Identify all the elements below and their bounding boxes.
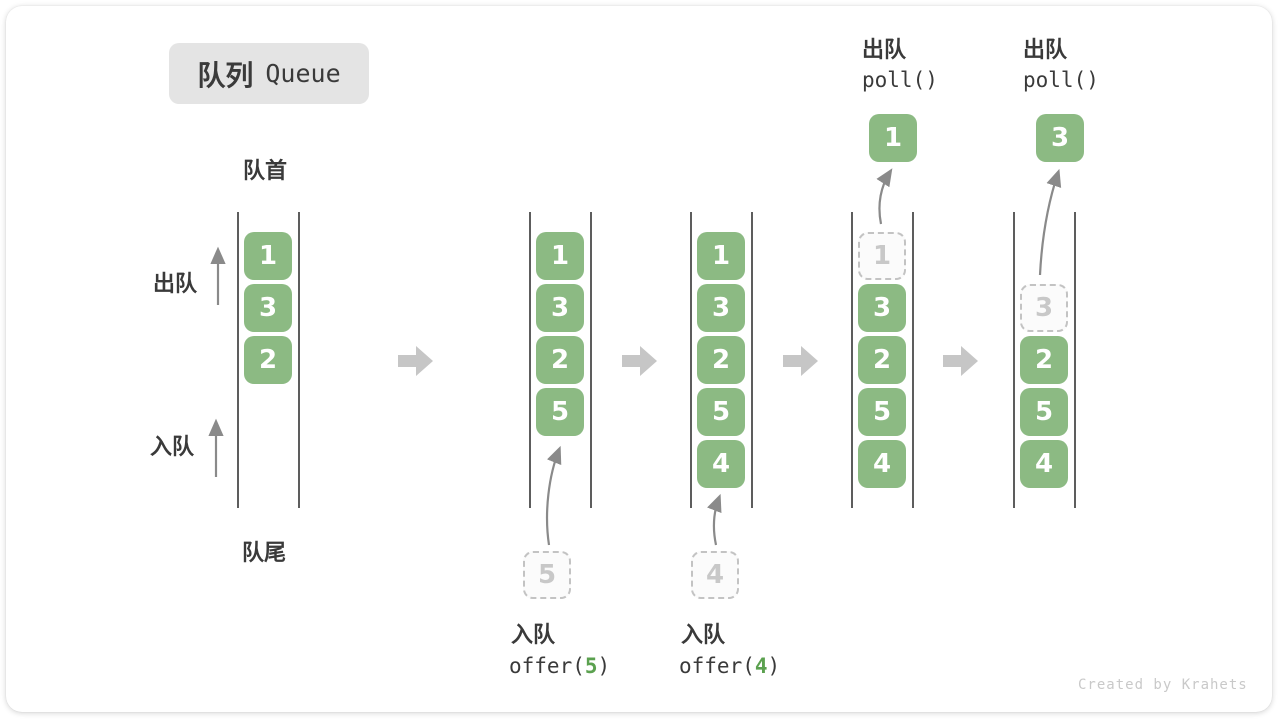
queue-cell: 3 <box>858 284 906 332</box>
queue-cell: 4 <box>858 440 906 488</box>
code-arg: 4 <box>754 654 768 678</box>
queue-wall <box>237 212 239 508</box>
queue-cell: 2 <box>1020 336 1068 384</box>
queue-cell: 2 <box>858 336 906 384</box>
queue-wall <box>1013 212 1015 508</box>
popped-cell: 1 <box>869 114 917 162</box>
ghost-cell: 1 <box>858 232 906 280</box>
queue-cell: 5 <box>536 388 584 436</box>
queue-cell: 3 <box>697 284 745 332</box>
queue-wall <box>690 212 692 508</box>
title-box: 队列 Queue <box>169 43 369 104</box>
enqueue-op-label: 入队 <box>681 623 726 648</box>
enqueue-op-label: 入队 <box>511 623 556 648</box>
label-queue-rear: 队尾 <box>242 541 287 566</box>
queue-wall <box>1074 212 1076 508</box>
queue-cell: 3 <box>536 284 584 332</box>
queue-cell: 5 <box>858 388 906 436</box>
queue-wall <box>529 212 531 508</box>
queue-cell: 2 <box>244 336 292 384</box>
code-suffix: ) <box>597 654 611 678</box>
queue-cell: 4 <box>697 440 745 488</box>
title-en: Queue <box>265 59 341 88</box>
label-dequeue: 出队 <box>153 272 198 297</box>
dequeue-op-code: poll() <box>862 68 938 92</box>
enqueue-op-code: offer(5) <box>509 654 610 678</box>
queue-cell: 4 <box>1020 440 1068 488</box>
pending-cell: 5 <box>523 551 571 599</box>
dequeue-op-label: 出队 <box>862 38 907 63</box>
queue-cell: 1 <box>536 232 584 280</box>
code-prefix: offer( <box>679 654 755 678</box>
queue-cell: 2 <box>697 336 745 384</box>
queue-cell: 1 <box>697 232 745 280</box>
diagram-card <box>6 6 1272 712</box>
queue-wall <box>851 212 853 508</box>
queue-cell: 3 <box>244 284 292 332</box>
queue-wall <box>590 212 592 508</box>
watermark: Created by Krahets <box>1078 677 1248 693</box>
code-prefix: offer( <box>509 654 585 678</box>
queue-cell: 5 <box>1020 388 1068 436</box>
dequeue-op-code: poll() <box>1023 68 1099 92</box>
queue-cell: 2 <box>536 336 584 384</box>
pending-cell: 4 <box>691 551 739 599</box>
label-enqueue: 入队 <box>150 435 195 460</box>
queue-wall <box>912 212 914 508</box>
label-queue-front: 队首 <box>243 159 288 184</box>
code-arg: 5 <box>584 654 598 678</box>
queue-wall <box>751 212 753 508</box>
title-zh: 队列 <box>197 58 254 92</box>
enqueue-op-code: offer(4) <box>679 654 780 678</box>
queue-wall <box>298 212 300 508</box>
popped-cell: 3 <box>1036 114 1084 162</box>
queue-cell: 1 <box>244 232 292 280</box>
ghost-cell: 3 <box>1020 284 1068 332</box>
code-suffix: ) <box>767 654 781 678</box>
queue-cell: 5 <box>697 388 745 436</box>
dequeue-op-label: 出队 <box>1023 38 1068 63</box>
